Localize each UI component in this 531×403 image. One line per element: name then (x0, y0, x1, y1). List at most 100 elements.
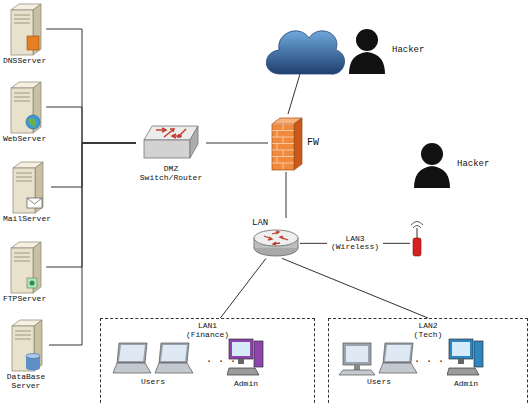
network-link (206, 143, 268, 144)
icon-part (144, 140, 190, 158)
node-label: FTPServer (3, 294, 46, 303)
server-icon (7, 160, 47, 214)
laptop-base (379, 363, 417, 373)
network-link (286, 172, 287, 218)
node-label: Admin (234, 379, 258, 388)
monitor-screen (232, 342, 250, 356)
db-top (26, 354, 40, 359)
laptop-lid (383, 343, 413, 363)
monitor-screen (346, 346, 368, 362)
laptop-screen (161, 345, 187, 361)
pc-tower (254, 341, 263, 367)
network-link (46, 29, 136, 143)
laptop-lid (117, 343, 147, 363)
monitor (343, 343, 371, 365)
node-label: Admin (454, 379, 478, 388)
node-label: LAN2 (Tech) (406, 321, 450, 339)
network-node: MailServer (3, 160, 51, 223)
ellipsis-mark: · · · (414, 356, 444, 367)
db-bottom (26, 366, 40, 371)
hacker-head (356, 29, 378, 51)
network-node: WebServer (3, 80, 46, 143)
node-label: MailServer (3, 214, 51, 223)
drive-slot (16, 173, 32, 174)
switch-icon (142, 122, 200, 164)
fw-icon (268, 114, 304, 172)
keyboard (227, 368, 259, 375)
switch-arrow (164, 129, 174, 137)
keyboard (447, 368, 479, 375)
node-label: FW (307, 137, 319, 149)
router-arrow-head (273, 242, 276, 245)
drive-slot (14, 257, 30, 258)
access-point (413, 238, 421, 256)
icon-part (294, 118, 302, 170)
laptops-icon (111, 339, 195, 377)
network-node: FTPServer (3, 240, 46, 303)
icon-part (272, 124, 294, 170)
drive-slot (14, 101, 30, 102)
drive-slot (15, 339, 31, 340)
switch-arrow-head (170, 129, 174, 132)
router-arrow-head (276, 231, 279, 234)
node-label: Users (367, 377, 391, 386)
network-link (282, 258, 428, 318)
server-icon (5, 2, 45, 56)
antenna-icon (410, 188, 424, 258)
brick-joint (277, 144, 278, 151)
server-icon (6, 318, 46, 372)
drive-slot (14, 253, 30, 254)
laptop-base (113, 363, 151, 373)
network-node: LAN (252, 218, 300, 258)
router-arrow (272, 232, 279, 234)
network-link (46, 107, 136, 143)
pc-tower (474, 341, 483, 367)
hacker-body (349, 52, 385, 74)
server-icon (5, 240, 45, 294)
network-node: DNSServer (3, 2, 46, 65)
drive-slot (15, 335, 31, 336)
node-label: LAN (252, 218, 268, 228)
router-arrow-head (268, 237, 272, 240)
node-label: DMZ Switch/Router (136, 164, 206, 182)
brick-joint (283, 124, 284, 131)
monitor (449, 339, 473, 359)
brick-joint (283, 163, 284, 170)
badge (27, 36, 39, 50)
icon-part (254, 230, 298, 246)
network-node: Hacker (410, 140, 489, 258)
brick-joint (277, 157, 278, 164)
node-label: DNSServer (3, 56, 46, 65)
hacker-body (414, 166, 450, 188)
switch-arrow (178, 129, 186, 137)
globe-land (28, 118, 36, 127)
drive-slot (14, 23, 30, 24)
laptop-lid (159, 343, 189, 363)
signal-wave (413, 226, 421, 229)
monitor-stand (354, 365, 360, 370)
node-label: Hacker (457, 159, 489, 169)
desklap-icon (339, 339, 419, 377)
laptop-base (155, 363, 193, 373)
icon-part (144, 126, 198, 140)
node-label: Hacker (392, 45, 424, 55)
drive-slot (16, 177, 32, 178)
icon-part (190, 126, 198, 158)
hacker-head (421, 143, 443, 165)
server-icon (5, 80, 45, 134)
brick-line (272, 156, 294, 157)
router-arrow (264, 236, 272, 239)
network-node: Users (111, 339, 195, 386)
brick-joint (277, 131, 278, 138)
node-label: DataBase Server (3, 372, 49, 390)
network-node: Users (339, 339, 419, 386)
drive-slot (14, 97, 30, 98)
network-link (49, 143, 136, 345)
switch-arrow-head (172, 134, 176, 138)
envelope (27, 198, 42, 208)
brick-line (272, 143, 294, 144)
pc-icon (447, 335, 485, 379)
envelope-flap (27, 198, 42, 204)
router-arrow-head (280, 236, 284, 239)
